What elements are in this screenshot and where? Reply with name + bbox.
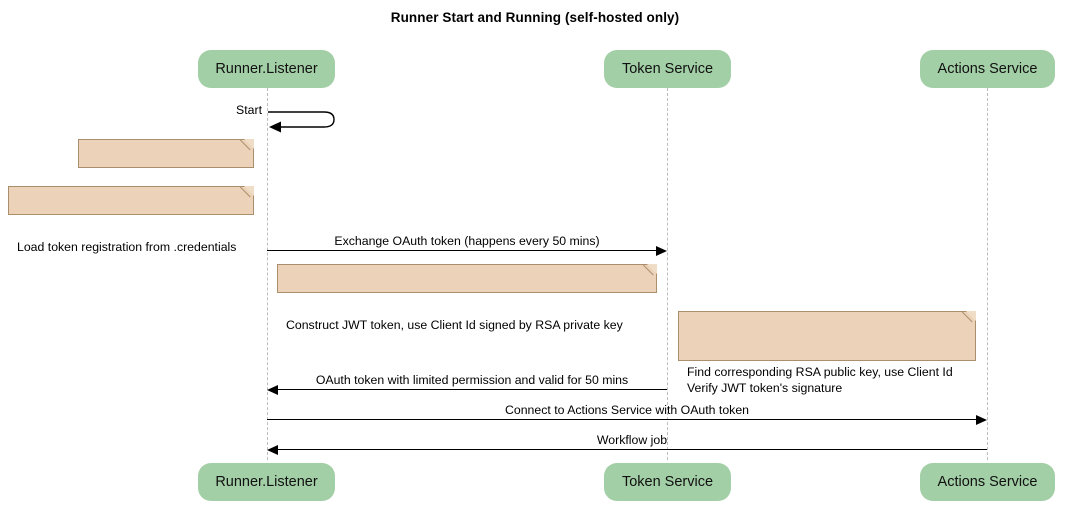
participant-token-service-top[interactable]: Token Service <box>604 50 731 88</box>
note-load-token-registration: Load token registration from .credential… <box>8 186 254 254</box>
note-load-config: Load config info from .runner <box>78 139 254 207</box>
participant-token-service-bottom[interactable]: Token Service <box>604 463 731 501</box>
message-line-workflow-job <box>277 449 987 450</box>
message-label-workflow-job: Workflow job <box>596 433 668 447</box>
lifeline-runner <box>267 88 268 460</box>
note-text: Load token registration from .credential… <box>17 240 237 254</box>
participant-label: Runner.Listener <box>215 474 318 490</box>
participant-label: Token Service <box>621 61 714 77</box>
arrowhead-left-icon <box>267 444 278 455</box>
participant-label: Actions Service <box>937 474 1038 490</box>
message-line-oauth-token-limited <box>277 389 667 390</box>
participant-runner-listener-bottom[interactable]: Runner.Listener <box>198 463 335 501</box>
lifeline-actions <box>987 88 988 460</box>
participant-actions-service-top[interactable]: Actions Service <box>920 50 1055 88</box>
participant-actions-service-bottom[interactable]: Actions Service <box>920 463 1055 501</box>
note-text: Find corresponding RSA public key, use C… <box>687 365 953 395</box>
note-fold-icon <box>647 264 657 274</box>
participant-label: Actions Service <box>937 61 1038 77</box>
note-fold-icon <box>244 186 254 196</box>
message-label-connect-actions-service: Connect to Actions Service with OAuth to… <box>504 403 750 417</box>
arrowhead-right-icon <box>976 414 987 425</box>
message-label-oauth-token-limited: OAuth token with limited permission and … <box>315 373 629 387</box>
note-construct-jwt-token: Construct JWT token, use Client Id signe… <box>277 264 657 332</box>
page-title: Runner Start and Running (self-hosted on… <box>390 10 680 25</box>
participant-label: Runner.Listener <box>215 61 318 77</box>
note-find-rsa-public-key: Find corresponding RSA public key, use C… <box>678 311 976 395</box>
note-fold-icon <box>966 311 976 321</box>
participant-label: Token Service <box>621 474 714 490</box>
participant-runner-listener-top[interactable]: Runner.Listener <box>198 50 335 88</box>
arrowhead-left-icon <box>267 384 278 395</box>
note-fold-icon <box>244 139 254 149</box>
message-line-exchange-oauth-token <box>267 250 657 251</box>
self-message-start <box>267 106 347 141</box>
message-label-exchange-oauth-token: Exchange OAuth token (happens every 50 m… <box>334 234 600 248</box>
note-text: Construct JWT token, use Client Id signe… <box>286 318 623 332</box>
lifeline-token <box>667 88 668 460</box>
arrowhead-right-icon <box>656 245 667 256</box>
self-loop-arrow-icon <box>268 111 335 133</box>
message-line-connect-actions-service <box>267 419 977 420</box>
message-label-start: Start <box>236 103 262 117</box>
